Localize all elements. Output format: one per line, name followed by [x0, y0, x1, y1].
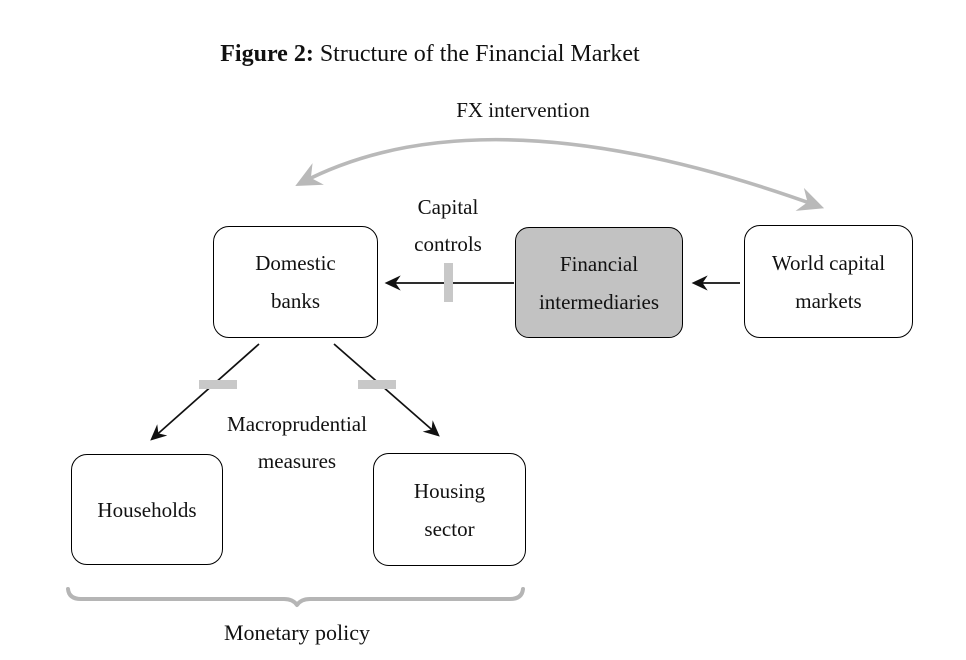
node-households-line1: Households — [97, 497, 197, 522]
monetary-policy-label: Monetary policy — [223, 620, 371, 645]
capital-controls-line1: Capital — [417, 195, 479, 219]
capital-controls-label: Capital controls — [388, 189, 508, 263]
node-world-capital-markets-line2: markets — [795, 288, 862, 313]
figure-title-text: Structure of the Financial Market — [319, 41, 640, 67]
fx-intervention-arc-arrow — [295, 137, 825, 211]
figure-title: Figure 2: Structure of the Financial Mar… — [0, 41, 860, 68]
node-financial-intermediaries-line2: intermediaries — [538, 289, 660, 314]
node-financial-intermediaries-line1: Financial — [559, 251, 639, 276]
macroprudential-tick-left — [199, 380, 237, 389]
node-domestic-banks-line1: Domestic — [255, 251, 336, 275]
node-housing-sector-line2: sector — [424, 516, 475, 541]
node-housing-sector-line1: Housing — [413, 478, 486, 503]
macroprudential-line1: Macroprudential — [227, 412, 367, 436]
capital-controls-line2: controls — [414, 232, 482, 256]
node-domestic-banks: Domestic banks — [213, 226, 378, 338]
node-financial-intermediaries: Financial intermediaries — [515, 227, 683, 338]
monetary-policy-brace — [66, 587, 525, 607]
macroprudential-tick-right — [358, 380, 396, 389]
macroprudential-measures-label: Macroprudential measures — [187, 406, 407, 480]
arrow-domestic-banks-to-households — [150, 343, 260, 441]
node-domestic-banks-line2: banks — [271, 289, 320, 313]
figure-title-number: Figure 2: — [220, 41, 314, 67]
node-world-capital-markets-line1: World capital — [771, 250, 886, 275]
macroprudential-line2: measures — [257, 449, 337, 473]
node-housing-sector: Housing sector — [373, 453, 526, 566]
capital-controls-tick — [444, 263, 453, 302]
fx-intervention-label: FX intervention — [456, 98, 590, 122]
arrow-domestic-banks-to-housing — [333, 343, 440, 437]
node-world-capital-markets: World capital markets — [744, 225, 913, 338]
node-households: Households — [71, 454, 223, 565]
